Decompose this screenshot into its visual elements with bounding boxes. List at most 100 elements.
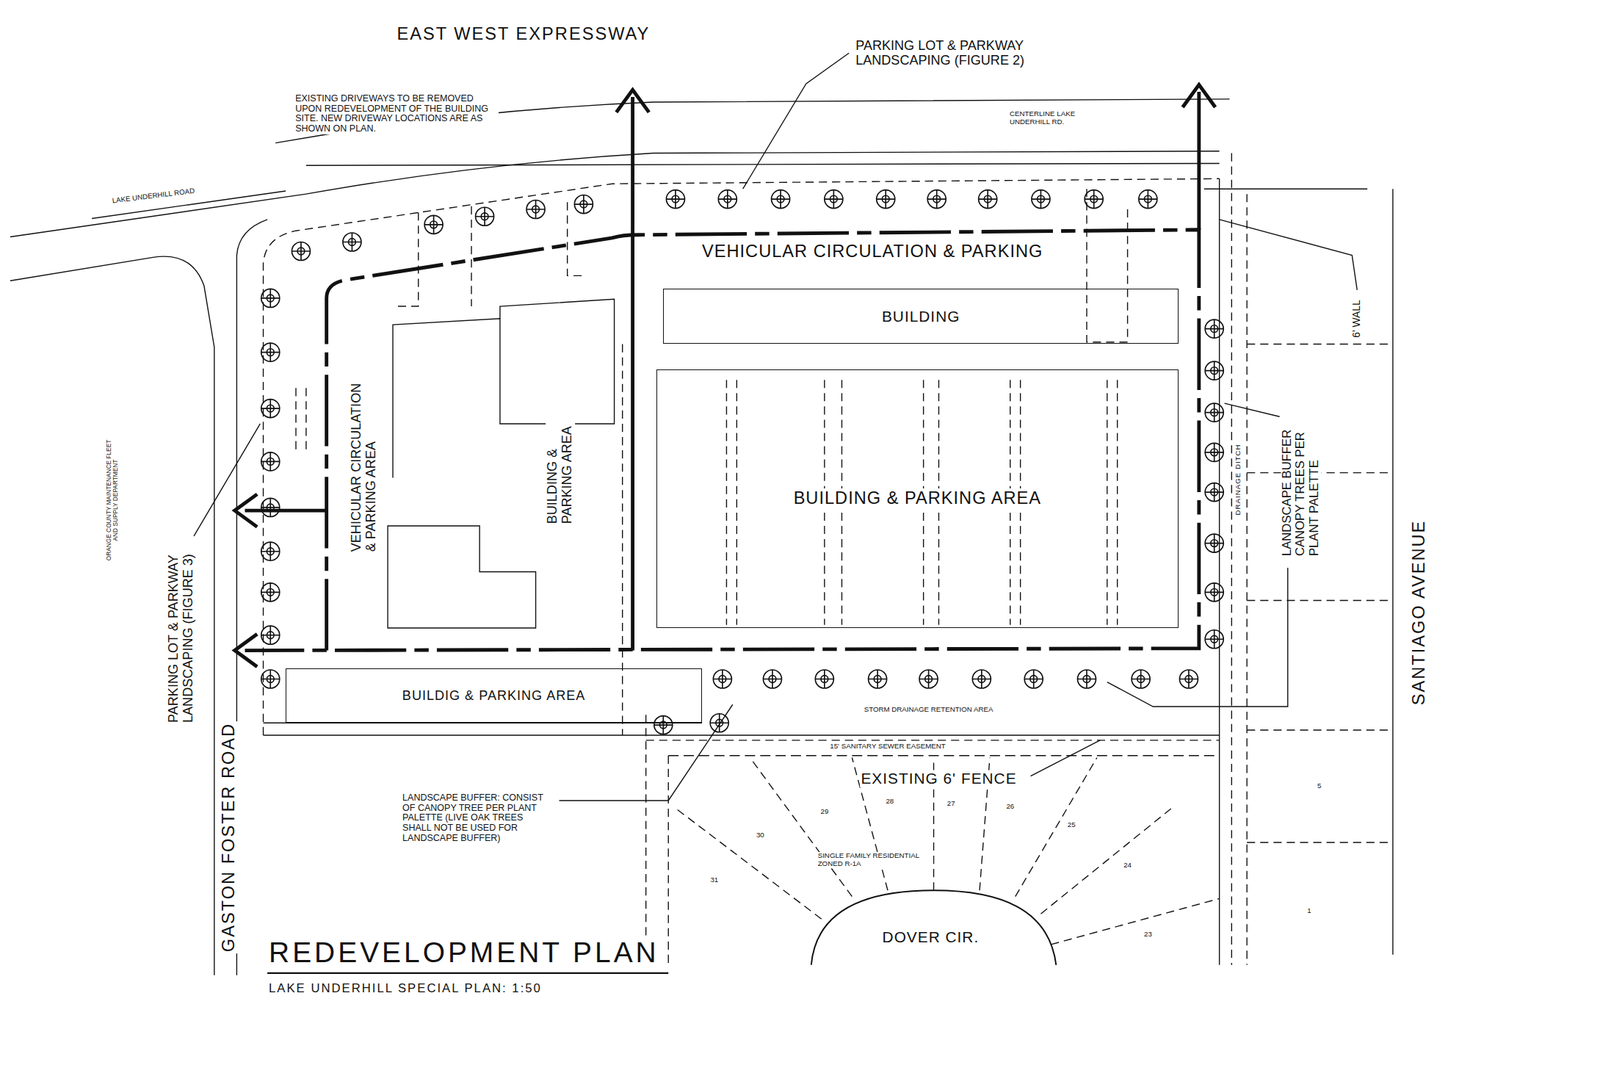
tree-branches (1084, 190, 1103, 209)
tree-branches (771, 190, 791, 209)
tree-symbol (1204, 361, 1224, 380)
driveway-outline (295, 188, 1128, 450)
tree-canopy (261, 399, 280, 418)
tree-canopy (526, 199, 545, 219)
tree-canopy (771, 190, 791, 209)
tree-canopy (1031, 190, 1051, 209)
tree-branches (261, 497, 280, 517)
tree-branches (1138, 190, 1158, 209)
tree-symbol (1204, 403, 1224, 422)
tree-branches (972, 669, 991, 689)
callout-note: EXISTING DRIVEWAYS TO BE REMOVED UPON RE… (293, 93, 499, 135)
tree-branches (876, 190, 896, 209)
tree-canopy (261, 625, 280, 644)
tree-symbol (1204, 583, 1224, 602)
tree-symbol (665, 190, 685, 209)
tree-canopy (1204, 583, 1224, 602)
tree-symbol (876, 190, 896, 209)
tree-canopy (824, 190, 843, 209)
tree-branches (824, 190, 843, 209)
tree-symbol (1204, 630, 1224, 649)
tree-branches (1204, 533, 1224, 553)
tree-symbol (526, 199, 545, 219)
tree-symbol (574, 195, 593, 214)
tree-branches (574, 195, 593, 214)
tree-canopy (261, 288, 280, 307)
tree-branches (710, 713, 729, 733)
tree-branches (718, 190, 737, 209)
tree-symbol (1077, 669, 1096, 689)
circulation-line (245, 229, 1200, 651)
tree-branches (1179, 669, 1198, 689)
tree-canopy (261, 452, 280, 471)
tree-branches (1131, 669, 1150, 689)
tree-symbol (868, 669, 888, 689)
tree-symbol (261, 399, 280, 418)
area-label: STORM DRAINAGE RETENTION AREA (862, 704, 995, 713)
tree-branches (291, 241, 310, 260)
tree-canopy (927, 190, 946, 209)
fence-label: EXISTING 6' FENCE (859, 770, 1018, 788)
tree-canopy (475, 207, 495, 226)
lot-number: 5 (1315, 782, 1323, 791)
lot-line (646, 714, 1220, 965)
leader-line (1219, 219, 1358, 291)
tree-branches (1031, 190, 1051, 209)
easement-label: 15' SANITARY SEWER EASEMENT (828, 741, 947, 750)
tree-symbol (978, 190, 998, 209)
circulation-line (245, 91, 1200, 650)
tree-canopy (261, 342, 280, 362)
tree-canopy (1204, 403, 1224, 422)
lot-number: 26 (1004, 801, 1016, 810)
tree-symbol (712, 669, 732, 689)
tree-branches (261, 541, 280, 561)
tree-branches (526, 199, 545, 219)
building-area: BUILDIG & PARKING AREA (285, 668, 702, 723)
road-edge (1204, 187, 1368, 189)
tree-symbol (1031, 190, 1051, 209)
leader-line (743, 52, 850, 189)
tree-branches (919, 669, 938, 689)
leader-line (559, 704, 733, 801)
tree-branches (1077, 669, 1096, 689)
tree-symbol (972, 669, 991, 689)
property-line (263, 734, 1220, 736)
building-area: BUILDING & PARKING AREA (656, 369, 1180, 628)
tree-canopy (1204, 442, 1224, 462)
tree-canopy (1131, 669, 1150, 689)
tree-canopy (1204, 483, 1224, 502)
tree-branches (261, 399, 280, 418)
tree-symbol (261, 583, 280, 602)
property-line (306, 163, 1220, 166)
lot-number: 25 (1066, 820, 1078, 830)
tree-branches (665, 190, 685, 209)
tree-canopy (1084, 190, 1103, 209)
tree-symbol (1179, 669, 1198, 689)
road-edge (10, 256, 215, 976)
callout-note: LANDSCAPE BUFFER: CONSIST OF CANOPY TREE… (400, 793, 556, 844)
road-name: GASTON FOSTER ROAD (218, 720, 238, 953)
tree-canopy (261, 497, 280, 517)
lot-number: 29 (818, 806, 830, 816)
callout-note: PARKING LOT & PARKWAY LANDSCAPING (FIGUR… (167, 541, 197, 725)
area-label: BUILDING & PARKING AREA (545, 403, 575, 526)
property-line (1218, 178, 1220, 965)
wall-label: 6' WALL (1351, 298, 1363, 340)
tree-symbol (771, 190, 791, 209)
fence-line (668, 754, 1219, 756)
tree-branches (1204, 583, 1224, 602)
tree-branches (1204, 319, 1224, 338)
road-edge (1392, 188, 1393, 955)
tree-canopy (1024, 669, 1043, 689)
tree-symbol (342, 232, 362, 252)
tree-symbol (1204, 533, 1224, 553)
road-name: SANTIAGO AVENUE (1409, 518, 1429, 708)
lot-number: 30 (754, 830, 766, 839)
lot-number: 23 (1142, 929, 1154, 938)
tree-canopy (1204, 630, 1224, 649)
tree-canopy (342, 232, 362, 252)
tree-symbol (762, 669, 782, 689)
lot-number: 28 (884, 797, 896, 806)
tree-branches (475, 207, 495, 226)
lot-number: 1 (1305, 906, 1313, 915)
